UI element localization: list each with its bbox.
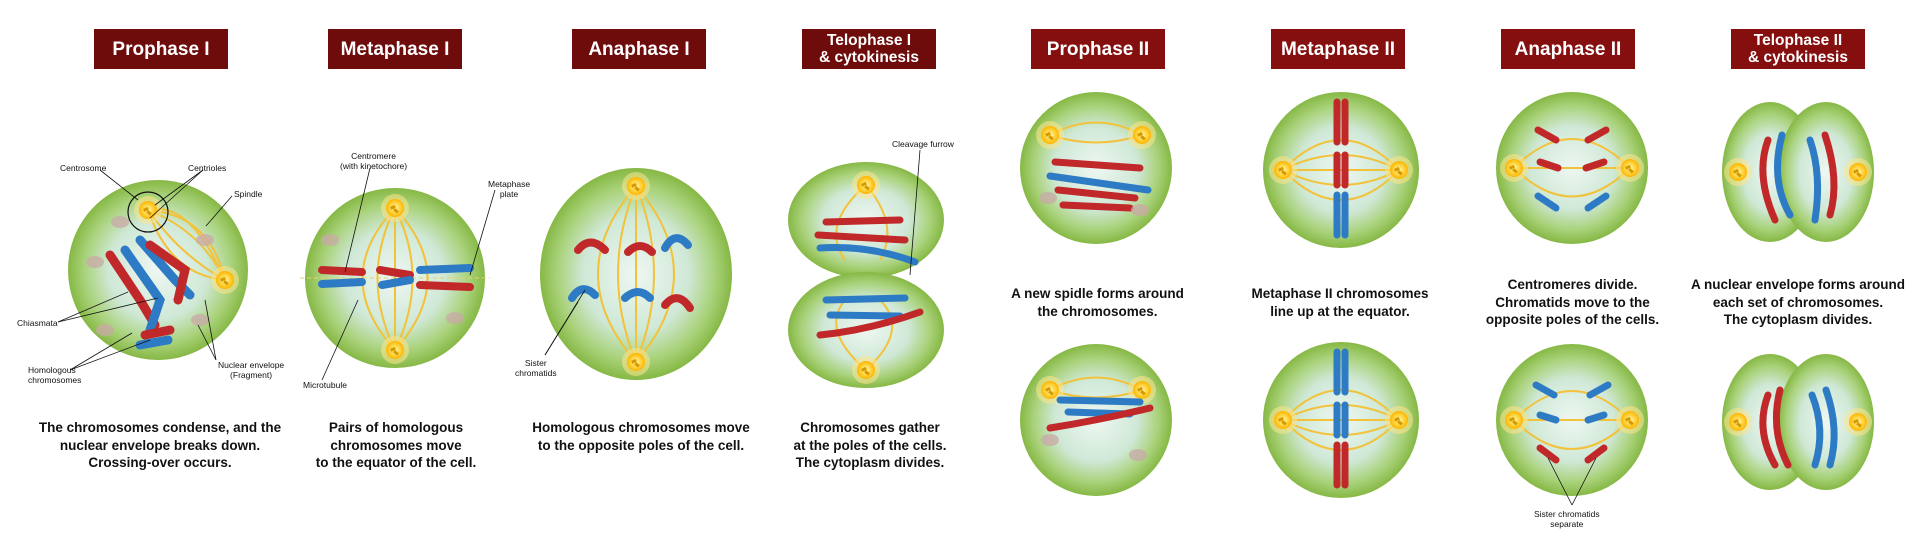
label-metaphase-plate: Metaphase plate: [488, 179, 531, 199]
phase-title-prophase-2: Prophase II: [1031, 29, 1165, 69]
label-chiasmata: Chiasmata: [17, 318, 58, 328]
description-anaphase-2: Centromeres divide. Chromatids move to t…: [1485, 277, 1660, 327]
cell-metaphase-2: [1263, 92, 1419, 498]
label-centrosome: Centrosome: [60, 163, 107, 173]
cell-metaphase-1: [300, 167, 496, 381]
description-telophase-2: A nuclear envelope forms around each set…: [1690, 277, 1906, 327]
description-anaphase-1: Homologous chromosomes move to the oppos…: [532, 420, 750, 453]
label-microtubule: Microtubule: [303, 380, 347, 390]
label-centrioles: Centrioles: [188, 163, 227, 173]
cell-telophase-1: [788, 149, 944, 388]
phase-title-metaphase-2: Metaphase II: [1271, 29, 1405, 69]
phase-title-prophase-1: Prophase I: [94, 29, 228, 69]
label-sister-chromatids-separate: Sister chromatids separate: [1534, 509, 1600, 529]
cell-anaphase-2: [1496, 92, 1648, 506]
phase-title-anaphase-2: Anaphase II: [1501, 29, 1635, 69]
description-telophase-1: Chromosomes gather at the poles of the c…: [793, 420, 947, 470]
phase-title-anaphase-1: Anaphase I: [572, 29, 706, 69]
description-prophase-2: A new spidle forms around the chromosome…: [1011, 286, 1184, 319]
label-nuclear-envelope: Nuclear envelope (Fragment): [218, 360, 285, 380]
label-spindle: Spindle: [234, 189, 263, 199]
description-prophase-1: The chromosomes condense, and the nuclea…: [38, 420, 282, 470]
label-cleavage-furrow: Cleavage furrow: [892, 139, 954, 149]
label-homologous-chromosomes: Homologous chromosomes: [28, 365, 82, 385]
label-sister-chromatids: Sister chromatids: [515, 358, 557, 378]
cell-prophase-2: [1020, 92, 1172, 496]
cell-telophase-2: [1722, 102, 1874, 490]
phase-title-metaphase-1: Metaphase I: [328, 29, 462, 69]
phase-title-telophase-1: Telophase I & cytokinesis: [802, 29, 936, 69]
cell-anaphase-1: [540, 168, 732, 380]
phase-title-telophase-2: Telophase II & cytokinesis: [1731, 29, 1865, 69]
cell-prophase-1: [57, 169, 248, 371]
description-metaphase-1: Pairs of homologous chromosomes move to …: [315, 420, 477, 470]
label-centromere: Centromere (with kinetochore): [340, 151, 408, 171]
description-metaphase-2: Metaphase II chromosomes line up at the …: [1251, 286, 1429, 319]
